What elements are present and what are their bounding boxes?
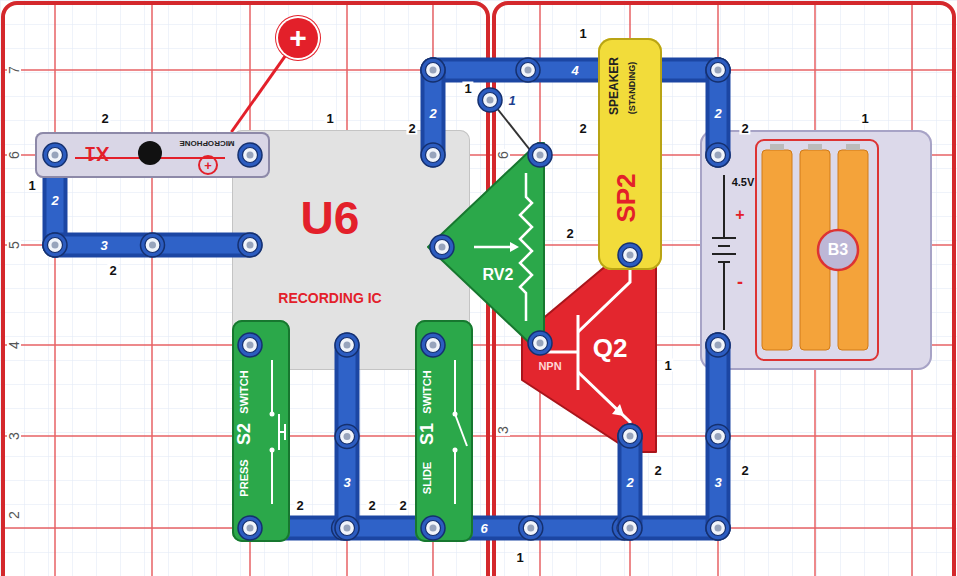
- part-label: NPN: [538, 361, 561, 372]
- wire-graphic: [333, 331, 361, 542]
- part-label: SWITCH: [422, 370, 433, 413]
- wire-number: 2: [429, 107, 436, 120]
- part-graphic: [700, 130, 932, 370]
- part-label: S1: [418, 423, 436, 445]
- part-label: PRESS: [239, 459, 250, 496]
- grid-number: 3: [7, 430, 21, 442]
- snap-wire: 3: [704, 331, 732, 542]
- grid-number: 6: [496, 149, 510, 161]
- part-label: S2: [235, 423, 253, 445]
- grid-number: 2: [7, 509, 21, 521]
- level-number: 1: [514, 551, 525, 564]
- level-number: 2: [397, 499, 408, 512]
- level-number: 2: [406, 122, 417, 135]
- level-number: 2: [739, 464, 750, 477]
- wire-number: 4: [571, 64, 578, 77]
- battery-holder: 4.5V + - B3: [700, 130, 932, 370]
- snap-wire: 2: [704, 56, 732, 169]
- level-number: 1: [577, 27, 588, 40]
- snap-wire: 4: [419, 56, 732, 84]
- part-label: +: [289, 23, 307, 53]
- part-label: SWITCH: [239, 370, 250, 413]
- wire-number: 3: [343, 476, 350, 489]
- part-label: RECORDING IC: [278, 291, 381, 305]
- wire-number: 2: [714, 107, 721, 120]
- part-label: RV2: [483, 267, 514, 283]
- part-label: 4.5V: [732, 177, 755, 188]
- callout-marker: +: [278, 18, 318, 58]
- part-label: SLIDE: [422, 462, 433, 494]
- level-number: 2: [366, 499, 377, 512]
- grid-number: 6: [7, 149, 21, 161]
- part-label: -: [737, 273, 743, 291]
- wire-number: 3: [100, 239, 107, 252]
- wire-number: 3: [714, 476, 721, 489]
- part-label: +: [204, 159, 212, 172]
- microphone-part: X1 MICROPHONE +: [35, 132, 270, 178]
- level-number: 1: [859, 112, 870, 125]
- grid-number: 3: [496, 424, 510, 436]
- snap-wire: 2: [616, 422, 644, 542]
- wire-graphic: [704, 331, 732, 542]
- part-label: SPEAKER: [608, 57, 620, 115]
- callout-leader: [231, 56, 285, 132]
- level-number: 2: [99, 112, 110, 125]
- press-switch: PRESS S2 SWITCH: [232, 320, 290, 542]
- part-label: (STANDING): [628, 62, 637, 114]
- panel-border: [494, 3, 954, 576]
- part-label: X1: [85, 144, 109, 164]
- level-number: 2: [564, 227, 575, 240]
- grid-number: 7: [7, 64, 21, 76]
- part-graphic: [35, 132, 270, 178]
- level-number: 2: [652, 464, 663, 477]
- level-number: 2: [577, 122, 588, 135]
- level-number: 2: [107, 264, 118, 277]
- snap-wire: 6: [236, 514, 732, 542]
- part-label: U6: [301, 195, 360, 241]
- wire-number: 2: [626, 476, 633, 489]
- single-snap: 1: [476, 86, 522, 114]
- panel-border: [3, 3, 488, 576]
- level-number: 1: [662, 359, 673, 372]
- part-label: 1: [508, 94, 515, 107]
- level-number: 1: [26, 179, 37, 192]
- slide-switch: SLIDE S1 SWITCH: [415, 320, 473, 542]
- level-number: 1: [324, 112, 335, 125]
- part-label: SP2: [613, 173, 639, 222]
- wire-graphic: [41, 231, 264, 259]
- part-label: +: [735, 207, 744, 223]
- level-number: 2: [739, 122, 750, 135]
- part-label: MICROPHONE: [179, 139, 234, 147]
- wire-number: 2: [51, 194, 58, 207]
- grid-lines: [3, 4, 954, 576]
- snap-wire: 3: [41, 231, 264, 259]
- snap-wire: 3: [333, 331, 361, 542]
- part-label: B3: [828, 242, 848, 258]
- grid-number: 5: [7, 239, 21, 251]
- speaker-part: SPEAKER (STANDING) SP2: [598, 38, 662, 270]
- wire-number: 6: [480, 522, 487, 535]
- snap-wire: 2: [419, 56, 447, 169]
- level-number: 1: [462, 82, 473, 95]
- part-label: Q2: [593, 335, 628, 361]
- grid-number: 4: [7, 339, 21, 351]
- level-number: 2: [294, 499, 305, 512]
